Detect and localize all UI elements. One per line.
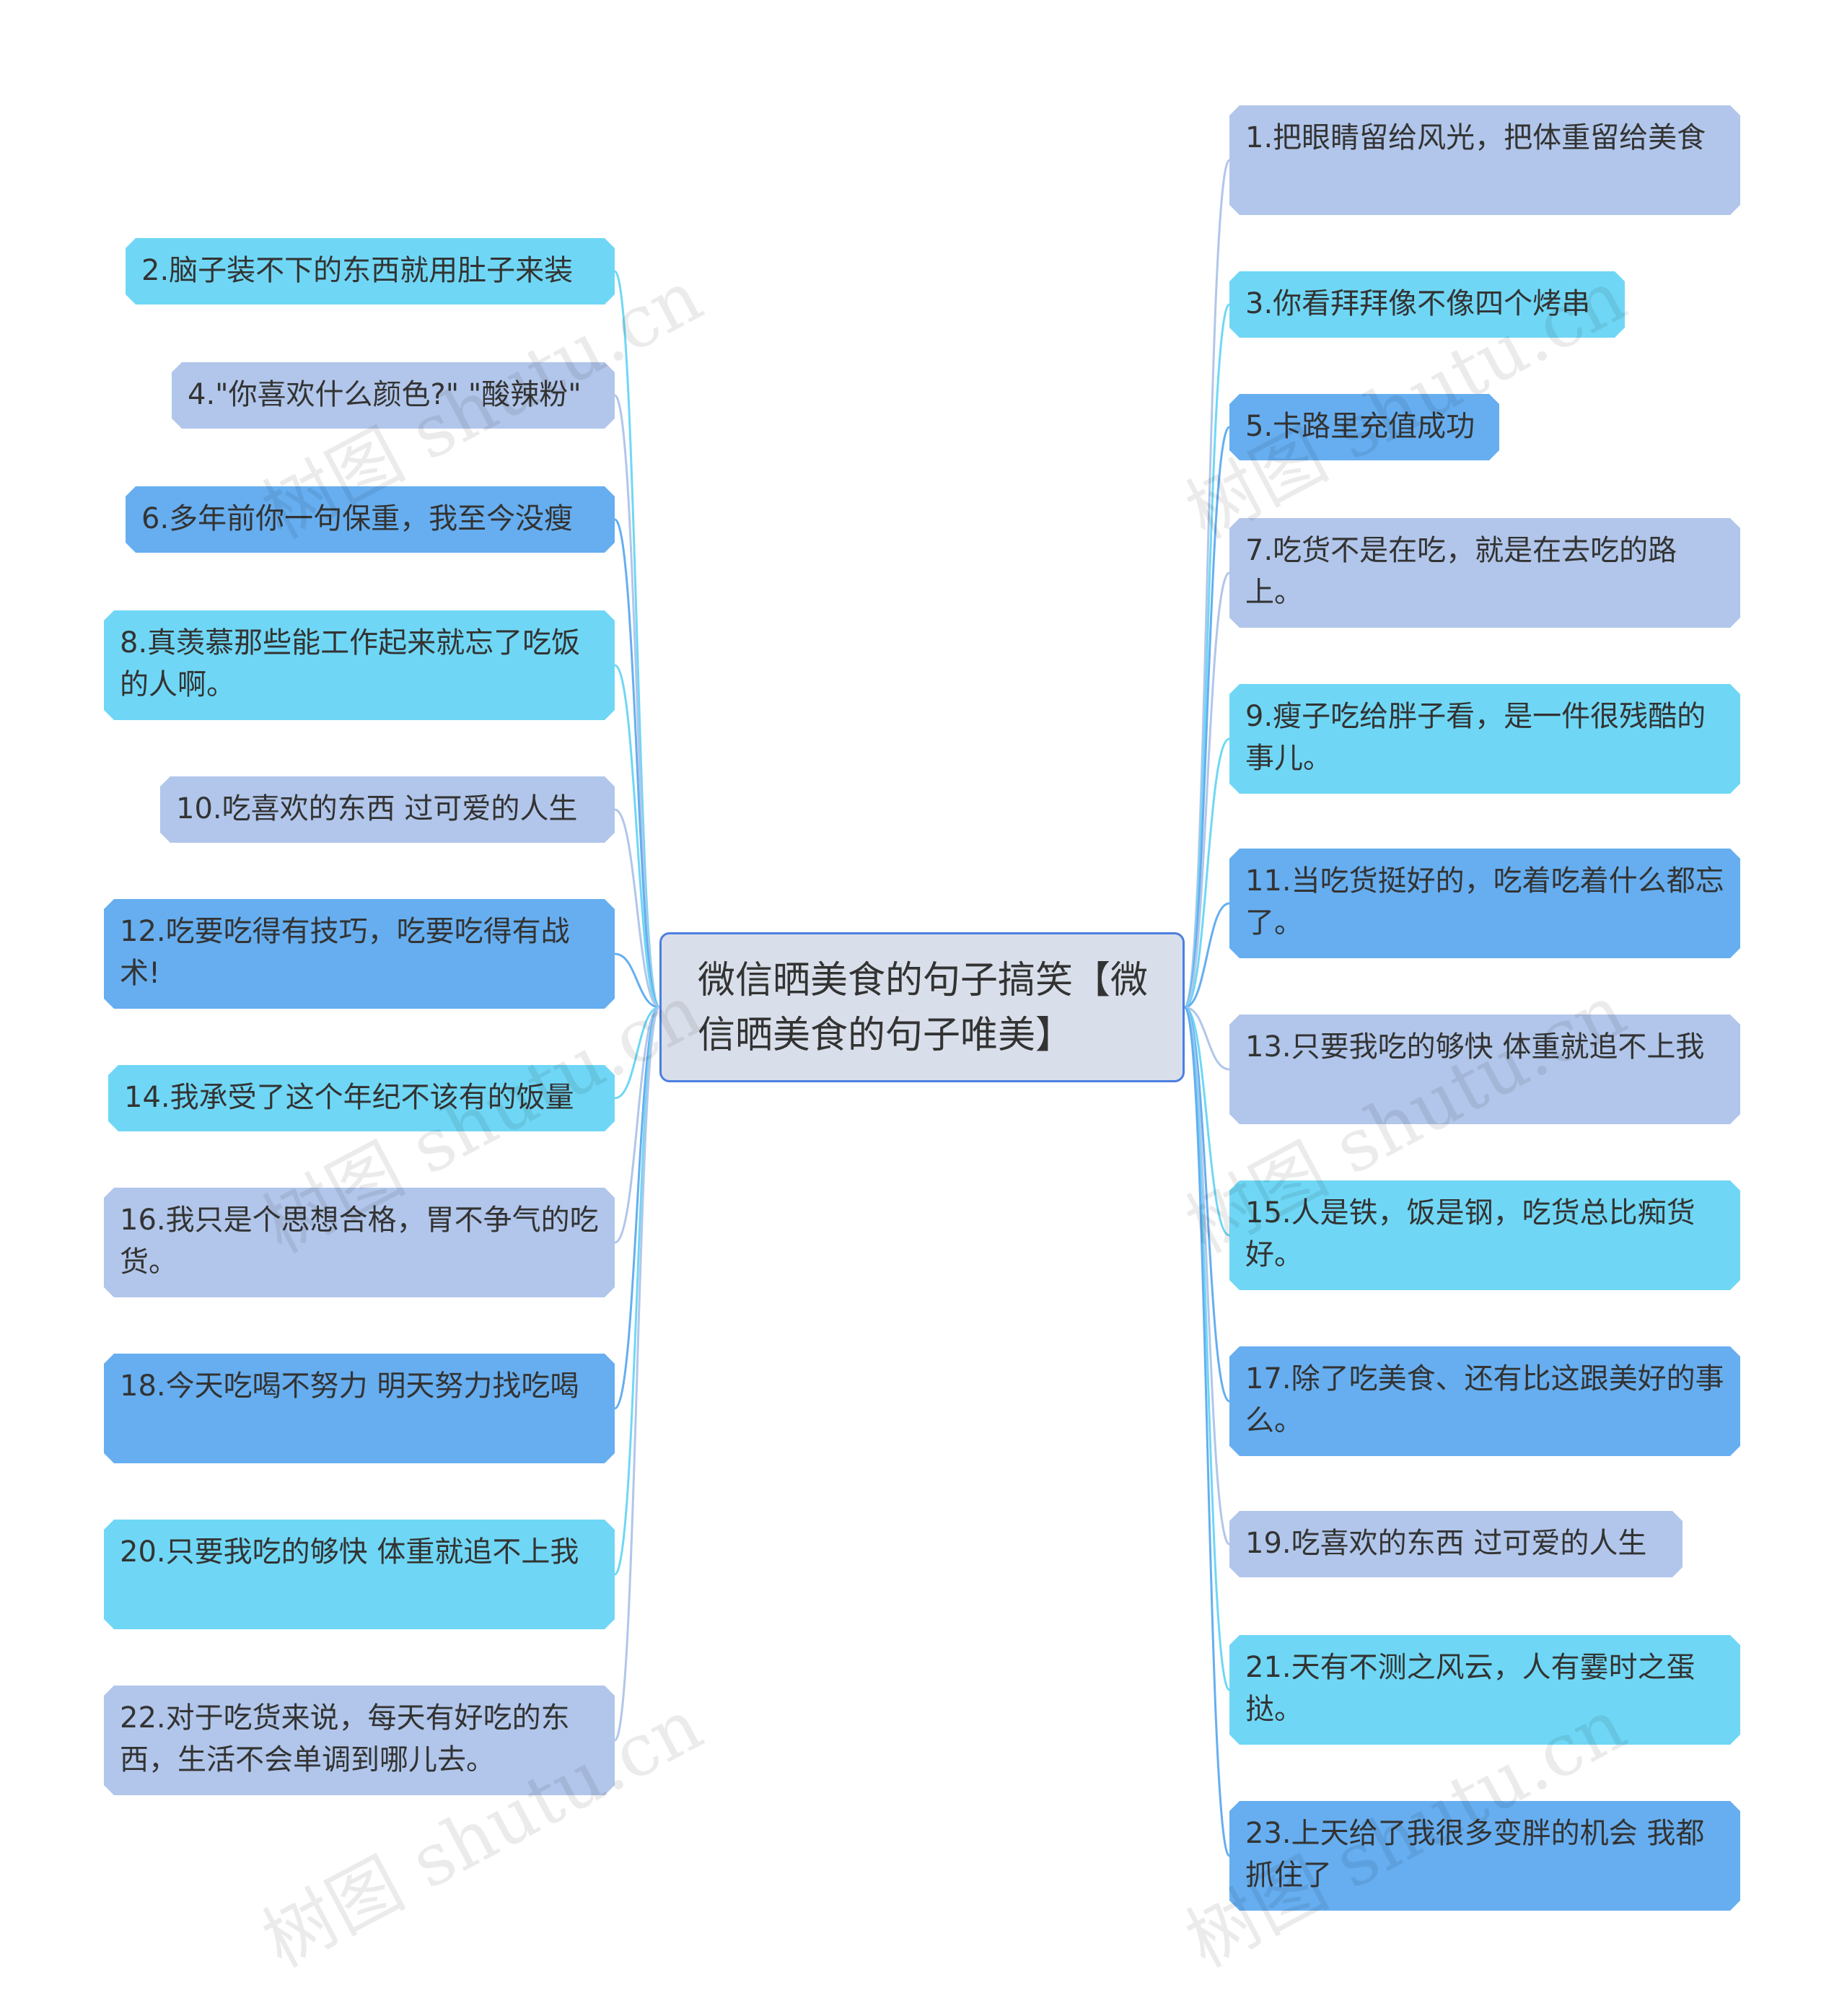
connector-line [614, 1006, 660, 1244]
left-node-22[interactable]: 22.对于吃货来说，每天有好吃的东西，生活不会单调到哪儿去。 [104, 1686, 615, 1795]
connector-line [614, 952, 660, 1009]
right-node-11[interactable]: 11.当吃货挺好的，吃着吃着什么都忘了。 [1229, 849, 1740, 958]
left-node-20[interactable]: 20.只要我吃的够快 体重就追不上我 [104, 1520, 615, 1629]
connector-line [1184, 1006, 1230, 1071]
right-node-15[interactable]: 15.人是铁，饭是钢，吃货总比痴货好。 [1229, 1180, 1740, 1290]
connector-line [614, 1006, 660, 1100]
right-node-19[interactable]: 19.吃喜欢的东西 过可爱的人生 [1229, 1511, 1683, 1577]
left-node-10[interactable]: 10.吃喜欢的东西 过可爱的人生 [160, 776, 615, 843]
right-node-3[interactable]: 3.你看拜拜像不像四个烤串 [1229, 271, 1625, 338]
connector-line [614, 808, 660, 1009]
left-node-14[interactable]: 14.我承受了这个年纪不该有的饭量 [108, 1065, 615, 1131]
connector-line [1184, 737, 1230, 1009]
left-node-6[interactable]: 6.多年前你一句保重，我至今没瘦 [126, 486, 615, 553]
connector-line [613, 518, 661, 1009]
right-node-7[interactable]: 7.吃货不是在吃，就是在去吃的路上。 [1229, 518, 1740, 628]
left-node-4[interactable]: 4."你喜欢什么颜色?" "酸辣粉" [172, 362, 615, 429]
connector-line [1184, 1006, 1230, 1237]
connector-line [1183, 426, 1231, 1009]
connector-line [1183, 1006, 1231, 1857]
left-node-18[interactable]: 18.今天吃喝不努力 明天努力找吃喝 [104, 1354, 615, 1463]
left-node-2[interactable]: 2.脑子装不下的东西就用肚子来装 [126, 238, 615, 304]
left-node-16[interactable]: 16.我只是个思想合格，胃不争气的吃货。 [104, 1188, 615, 1297]
left-node-12[interactable]: 12.吃要吃得有技巧，吃要吃得有战术! [104, 899, 615, 1009]
central-topic[interactable]: 微信晒美食的句子搞笑【微信晒美食的句子唯美】 [659, 932, 1185, 1082]
connector-line [613, 1006, 661, 1742]
connector-line [1184, 902, 1230, 1009]
right-node-1[interactable]: 1.把眼睛留给风光，把体重留给美食 [1229, 105, 1740, 215]
right-node-13[interactable]: 13.只要我吃的够快 体重就追不上我 [1229, 1014, 1740, 1124]
connector-line [1184, 571, 1230, 1009]
connector-line [614, 1006, 660, 1410]
right-node-17[interactable]: 17.除了吃美食、还有比这跟美好的事么。 [1229, 1346, 1740, 1456]
right-node-23[interactable]: 23.上天给了我很多变胖的机会 我都抓住了 [1229, 1801, 1740, 1911]
right-node-21[interactable]: 21.天有不测之风云，人有霎时之蛋挞。 [1229, 1635, 1740, 1745]
connector-line [614, 664, 660, 1009]
right-node-9[interactable]: 9.瘦子吃给胖子看，是一件很残酷的事儿。 [1229, 684, 1740, 794]
left-node-8[interactable]: 8.真羡慕那些能工作起来就忘了吃饭的人啊。 [104, 610, 615, 720]
right-node-5[interactable]: 5.卡路里充值成功 [1229, 394, 1499, 460]
